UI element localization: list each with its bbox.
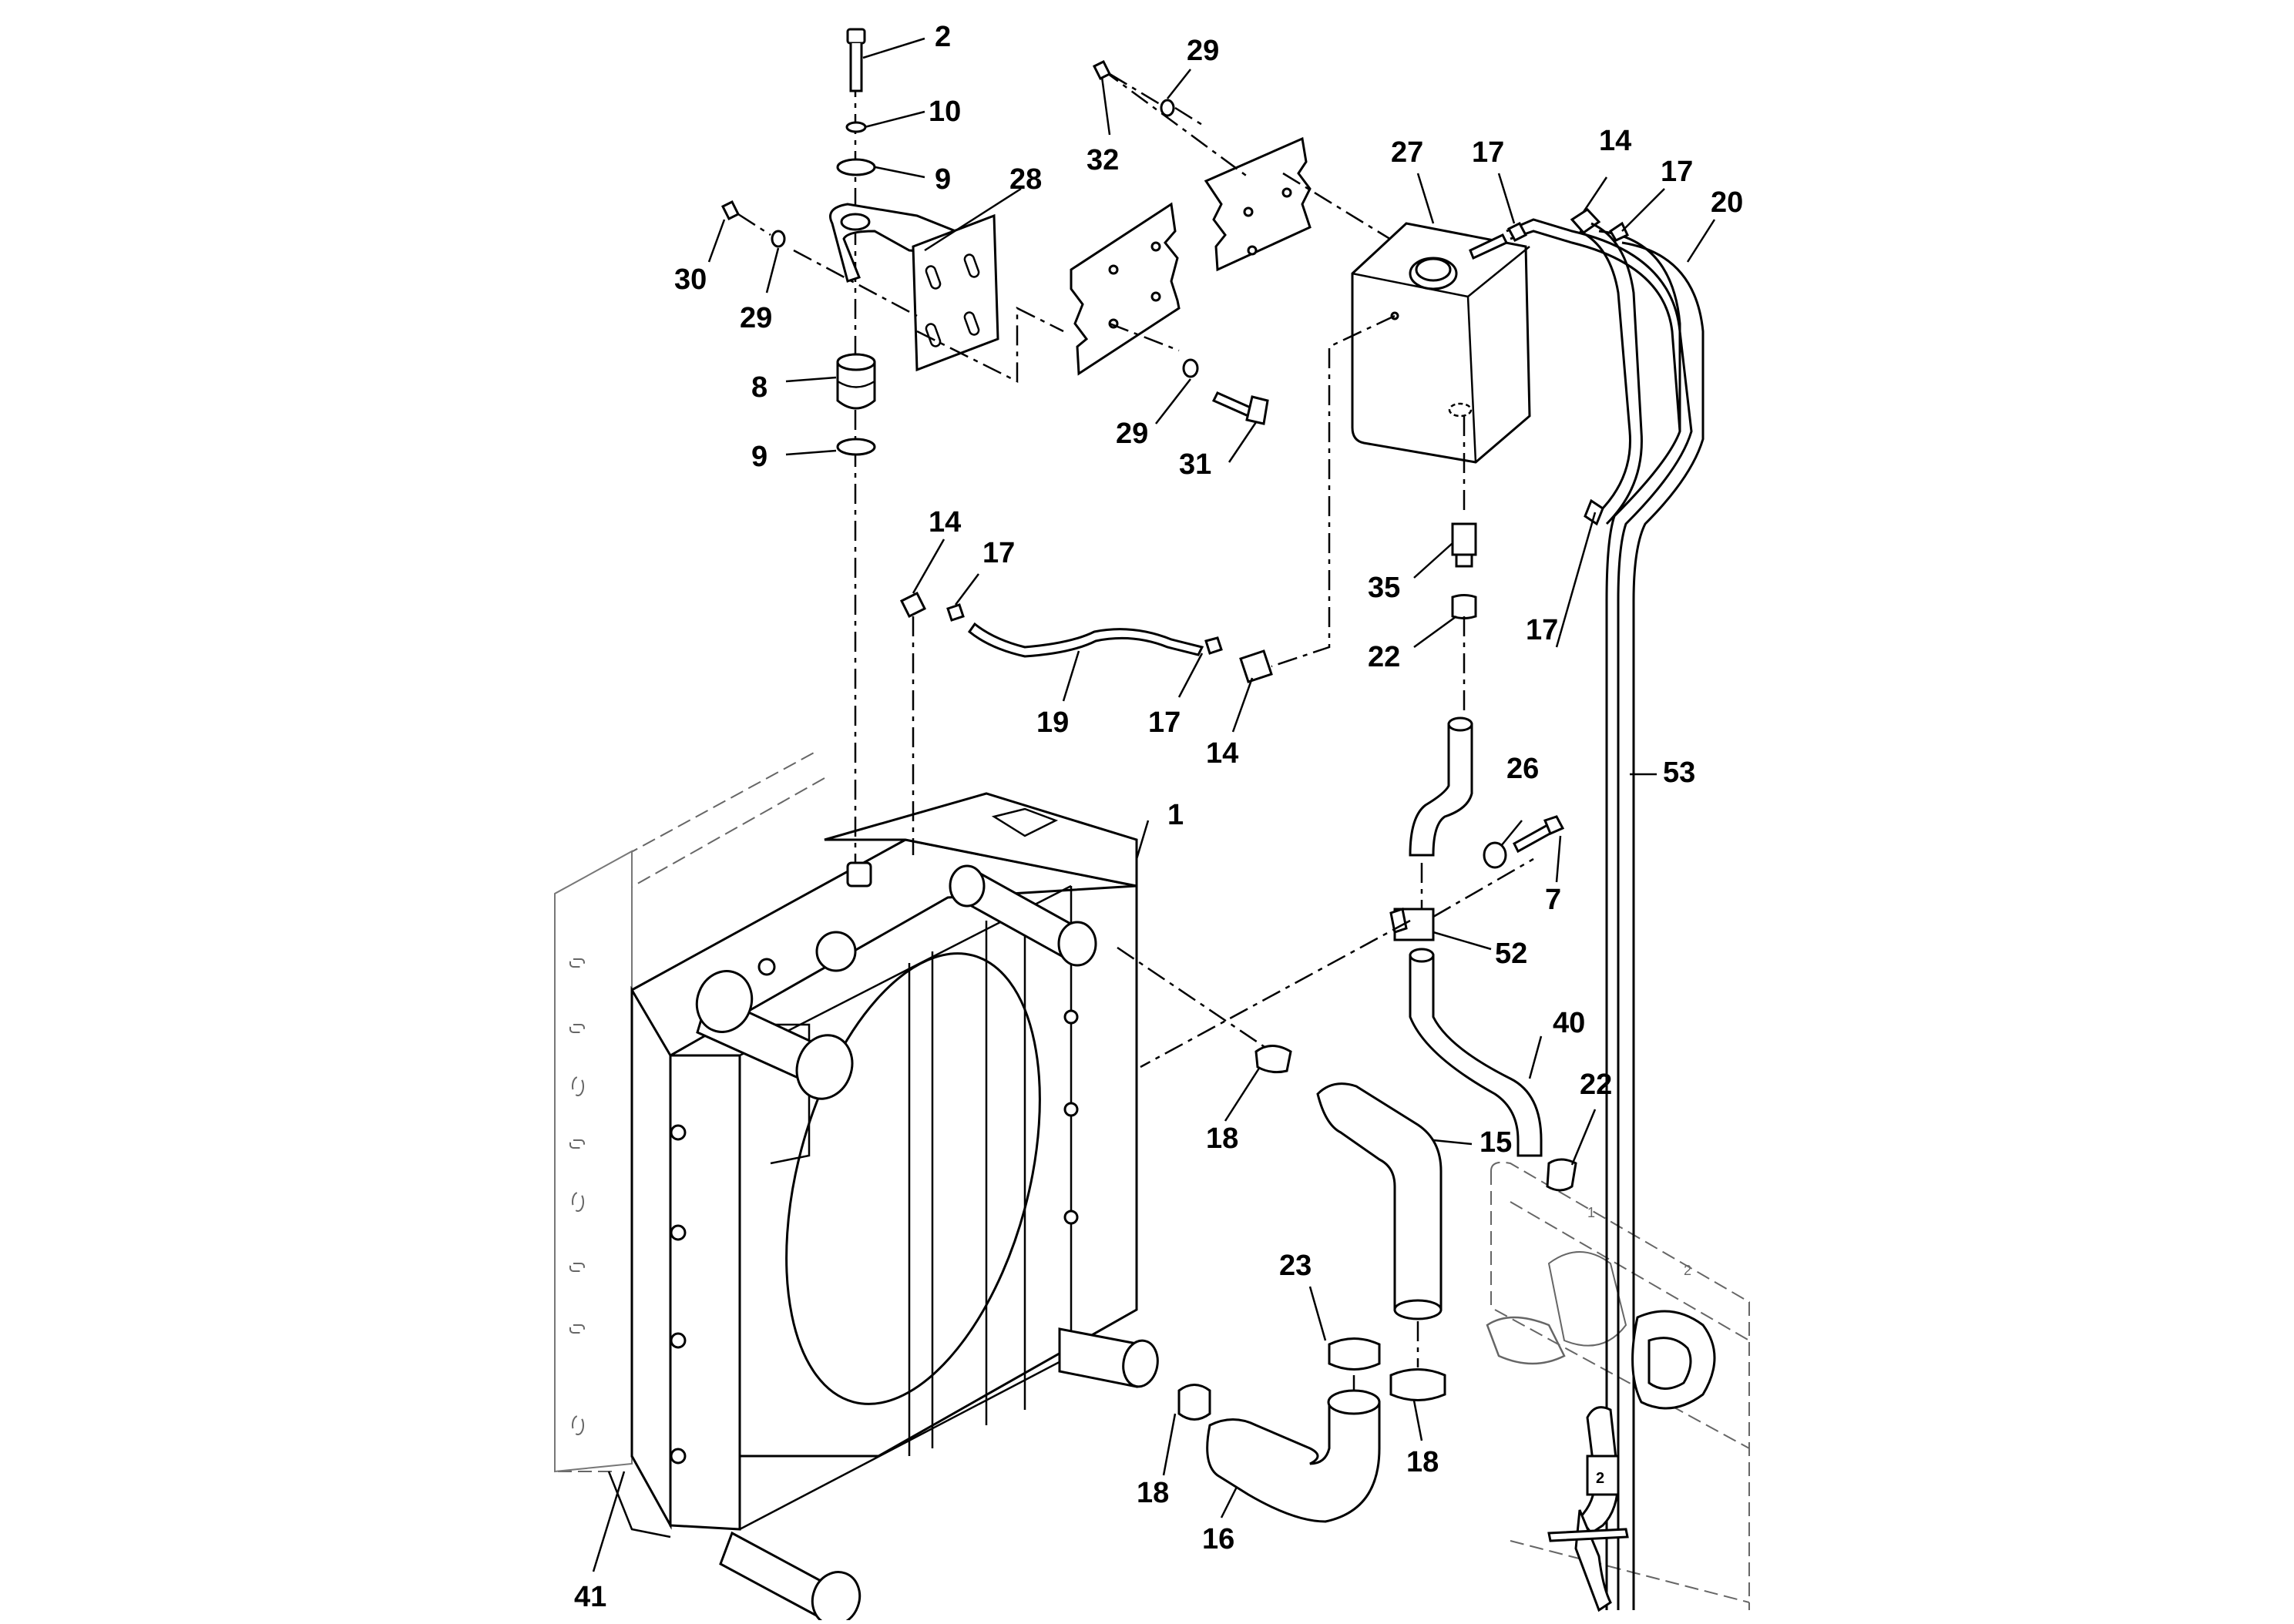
callout-29-lower: 29: [1116, 418, 1148, 450]
callout-16: 16: [1202, 1523, 1234, 1555]
callout-29-left: 29: [740, 302, 772, 334]
hose-15: [1117, 946, 1446, 1401]
hose-16: [1177, 1337, 1381, 1523]
callout-32: 32: [1087, 144, 1119, 176]
callout-2: 2: [935, 21, 951, 53]
callout-23: 23: [1279, 1250, 1312, 1282]
callout-14-left: 14: [929, 506, 961, 539]
callout-29-upper: 29: [1187, 35, 1219, 67]
expansion-tank: [1271, 222, 1531, 668]
callout-30: 30: [674, 263, 707, 296]
callout-28: 28: [1009, 163, 1042, 196]
callout-52: 52: [1495, 938, 1527, 970]
callout-18-left: 18: [1137, 1477, 1169, 1509]
callout-35: 35: [1368, 572, 1400, 604]
callout-1: 1: [1167, 799, 1184, 831]
callout-40: 40: [1553, 1007, 1585, 1039]
ghost-label-1: 1: [1587, 1205, 1595, 1220]
callout-53: 53: [1663, 757, 1695, 789]
mount-bolt-stack: [836, 28, 876, 863]
mounting-plate-upper: [1101, 68, 1403, 272]
callout-19: 19: [1036, 706, 1069, 739]
callout-14-tank: 14: [1599, 125, 1631, 157]
callout-8: 8: [751, 371, 767, 404]
ghost-label-2: 2: [1684, 1263, 1691, 1278]
background-frame-outline: [554, 750, 825, 1473]
callout-22-lower: 22: [1580, 1069, 1612, 1101]
drain-fitting-assembly: 2: [1547, 1310, 1716, 1612]
callout-20: 20: [1711, 186, 1743, 219]
callout-26: 26: [1506, 753, 1539, 785]
callout-9-top: 9: [935, 163, 951, 196]
callout-labels: 2 10 9 28 30 29 8 9 29 32 29 31 27 17 14…: [574, 21, 1743, 1613]
hose-19: [899, 591, 1273, 855]
callout-10: 10: [929, 96, 961, 128]
callout-18-upper: 18: [1206, 1122, 1238, 1155]
tank-outlet-hoses: [1140, 522, 1577, 1192]
radiator: [607, 792, 1159, 1624]
callout-17-tank: 17: [1472, 136, 1504, 169]
callout-15: 15: [1480, 1126, 1512, 1159]
fasteners: [720, 59, 1269, 425]
ghost-label-2b: 2: [1596, 1470, 1604, 1487]
leader-lines: [592, 37, 1716, 1572]
callout-22-upper: 22: [1368, 641, 1400, 673]
bracket: [793, 203, 1064, 384]
callout-18-right: 18: [1406, 1446, 1439, 1478]
callout-41: 41: [574, 1581, 606, 1613]
callout-17-right: 17: [1661, 156, 1693, 188]
callout-7: 7: [1545, 884, 1561, 916]
callout-17-left: 17: [982, 537, 1015, 569]
callout-17-hose: 17: [1526, 614, 1558, 646]
callout-17-mid: 17: [1148, 706, 1181, 739]
mounting-plate-lower: [1070, 202, 1181, 376]
callout-27: 27: [1391, 136, 1423, 169]
callout-31: 31: [1179, 448, 1211, 481]
callout-9-bottom: 9: [751, 441, 767, 473]
callout-14-mid: 14: [1206, 737, 1238, 770]
overflow-lines: [1506, 208, 1705, 1610]
screw-7-washer-26: [1483, 815, 1565, 869]
